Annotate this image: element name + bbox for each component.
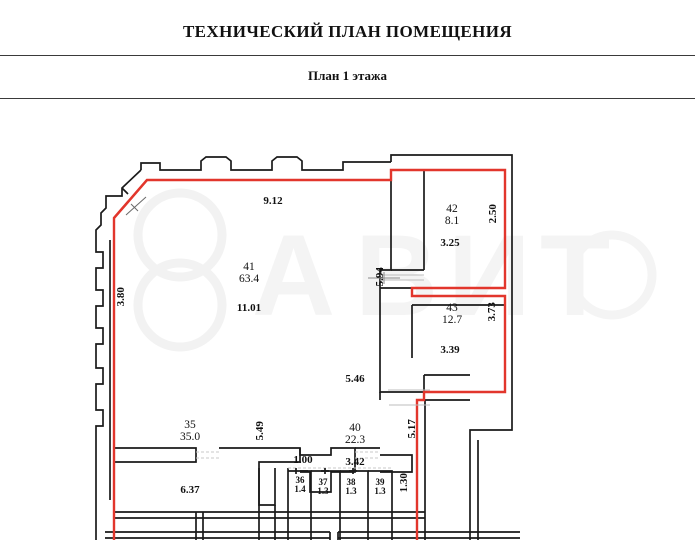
header-divider-bottom <box>0 98 695 99</box>
svg-text:И: И <box>448 212 531 340</box>
page-subtitle: План 1 этажа <box>308 68 387 83</box>
svg-text:A: A <box>252 212 335 340</box>
door-opening-hatch <box>125 196 147 216</box>
page-title: ТЕХНИЧЕСКИЙ ПЛАН ПОМЕЩЕНИЯ <box>182 22 513 41</box>
svg-text:B: B <box>355 212 438 340</box>
watermark-avito: A B И T <box>133 188 657 352</box>
header-divider-top <box>0 55 695 56</box>
floor-plan-drawing: A B И T <box>0 100 695 540</box>
